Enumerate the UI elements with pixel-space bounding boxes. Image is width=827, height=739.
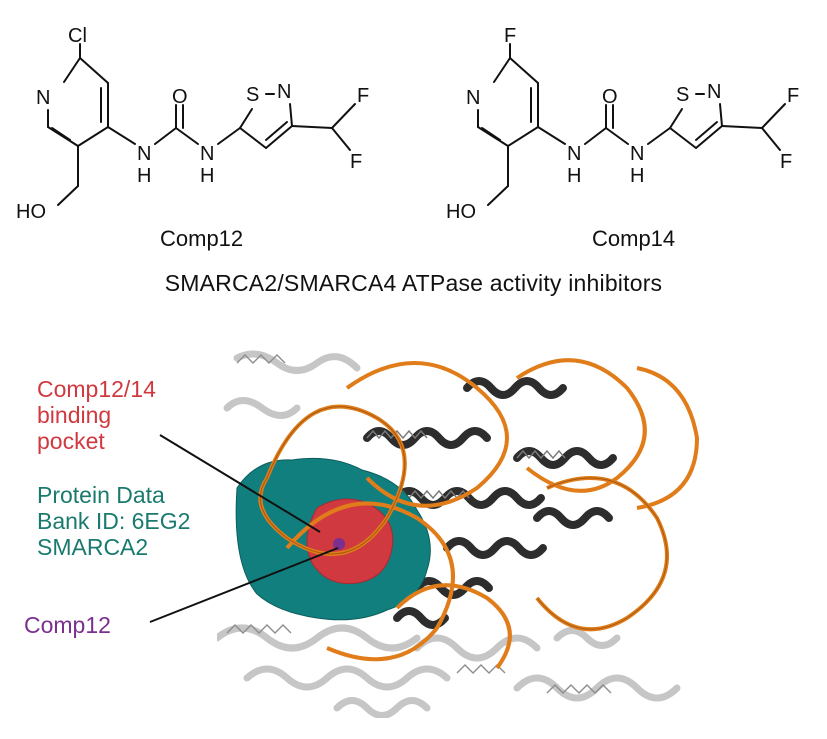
thiazole-s-label: S bbox=[676, 84, 689, 106]
comp12-structure: Cl N HO O N H N H S N F F bbox=[16, 25, 369, 223]
fluorine-label-bottom: F bbox=[350, 151, 362, 173]
nh-label-left: N bbox=[567, 143, 581, 165]
h-label-right: H bbox=[630, 165, 644, 187]
comp12-caption: Comp12 bbox=[160, 226, 244, 251]
protein-structure-image bbox=[217, 348, 715, 718]
thiazole-n-label: N bbox=[277, 81, 291, 103]
hydroxyl-label: HO bbox=[446, 201, 476, 223]
h-label-left: H bbox=[137, 165, 151, 187]
comp14-caption: Comp14 bbox=[592, 226, 676, 251]
pocket-label-line-1: Comp12/14 bbox=[37, 376, 156, 402]
fluorine-label-top: F bbox=[787, 85, 799, 107]
pdb-label: Protein Data Bank ID: 6EG2 SMARCA2 bbox=[37, 482, 190, 560]
pyridine-n-label: N bbox=[36, 87, 50, 109]
h-label-right: H bbox=[200, 165, 214, 187]
pdb-label-line-2: Bank ID: 6EG2 bbox=[37, 508, 191, 534]
carbonyl-o-label: O bbox=[602, 86, 618, 108]
binding-pocket-surface bbox=[306, 498, 394, 585]
hydroxyl-label: HO bbox=[16, 201, 46, 223]
light-protein-ribbons bbox=[217, 350, 681, 718]
pocket-label-line-3: pocket bbox=[37, 428, 105, 454]
comp14-structure: F N HO O N H N H S N F F bbox=[446, 25, 799, 223]
ligand-label: Comp12 bbox=[24, 612, 111, 638]
pocket-label: Comp12/14 binding pocket bbox=[37, 376, 156, 454]
pdb-label-line-1: Protein Data bbox=[37, 482, 165, 508]
pdb-label-line-3: SMARCA2 bbox=[37, 534, 149, 560]
h-label-left: H bbox=[567, 165, 581, 187]
nh-label-right: N bbox=[630, 143, 644, 165]
nh-label-left: N bbox=[137, 143, 151, 165]
halogen-label: F bbox=[504, 25, 516, 47]
pyridine-n-label: N bbox=[466, 87, 480, 109]
thiazole-s-label: S bbox=[246, 84, 259, 106]
fluorine-label-top: F bbox=[357, 85, 369, 107]
thiazole-n-label: N bbox=[707, 81, 721, 103]
carbonyl-o-label: O bbox=[172, 86, 188, 108]
halogen-label: Cl bbox=[68, 25, 87, 47]
fluorine-label-bottom: F bbox=[780, 151, 792, 173]
pocket-label-line-2: binding bbox=[37, 402, 112, 428]
nh-label-right: N bbox=[200, 143, 214, 165]
figure-title: SMARCA2/SMARCA4 ATPase activity inhibito… bbox=[164, 270, 663, 296]
comp12-ligand-mark bbox=[333, 538, 345, 550]
